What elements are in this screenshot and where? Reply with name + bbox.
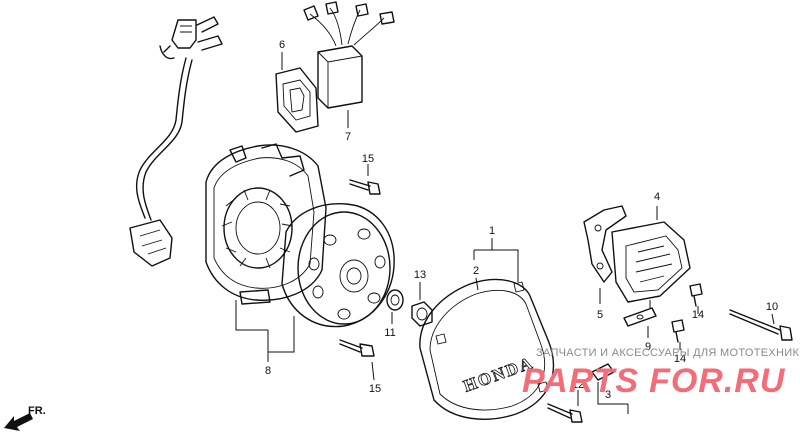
wire-harness: [129, 16, 223, 267]
watermark-logo-part-a: PARTS: [522, 362, 639, 400]
part-4-sprocket-guard: [611, 221, 691, 303]
callout-11: 11: [384, 327, 395, 339]
part-14-bolt-a: [689, 283, 703, 307]
direction-label: FR.: [28, 405, 46, 417]
watermark-logo: PARTS FOR.RU: [522, 362, 786, 400]
callout-5: 5: [597, 309, 603, 321]
flywheel-rotor: [281, 203, 395, 328]
part-15-bolt-upper: [349, 179, 381, 195]
callout-8: 8: [265, 365, 271, 377]
callout-1: 1: [489, 225, 495, 237]
callout-14-a: 14: [692, 309, 704, 321]
part-15-bolt-lower: [339, 339, 375, 357]
callout-15-b: 15: [369, 383, 381, 395]
callout-4: 4: [654, 191, 660, 203]
callout-15-a: 15: [362, 153, 374, 165]
callout-9: 9: [645, 341, 651, 353]
stator-assembly: [205, 143, 327, 305]
callout-14-b: 14: [674, 353, 686, 365]
part-13-nut: [411, 301, 433, 327]
watermark-caption: ЗАПЧАСТИ И АКСЕССУАРЫ ДЛЯ МОТОТЕХНИКИ: [536, 347, 800, 359]
part-5-plate: [583, 205, 627, 283]
part-7-cdi-unit: [303, 1, 395, 109]
front-direction-indicator: FR.: [4, 405, 46, 431]
callout-2: 2: [473, 265, 479, 277]
watermark-logo-part-b: FOR.RU: [649, 362, 786, 400]
part-9-plate: [623, 307, 657, 327]
callout-6: 6: [279, 39, 285, 51]
callout-10: 10: [766, 301, 778, 313]
front-arrow-icon: [4, 413, 33, 431]
leader-lines: [235, 52, 775, 414]
callout-labels: 1 2 3 4 5 6 7 8 9 10 11 12 13 14 14 15 1…: [265, 39, 778, 401]
callout-7: 7: [345, 131, 351, 143]
part-12-bolt: [547, 403, 583, 423]
part-14-bolt-b: [671, 319, 685, 343]
part-6-rubber-mount: [275, 67, 319, 133]
callout-3: 3: [605, 389, 611, 401]
watermark: ЗАПЧАСТИ И АКСЕССУАРЫ ДЛЯ МОТОТЕХНИКИ PA…: [522, 347, 800, 400]
part-11-washer: [386, 289, 404, 311]
part-3-clip: [591, 363, 615, 381]
callout-13: 13: [414, 269, 426, 281]
part-10-long-bolt: [729, 309, 793, 341]
callout-12: 12: [572, 379, 584, 391]
